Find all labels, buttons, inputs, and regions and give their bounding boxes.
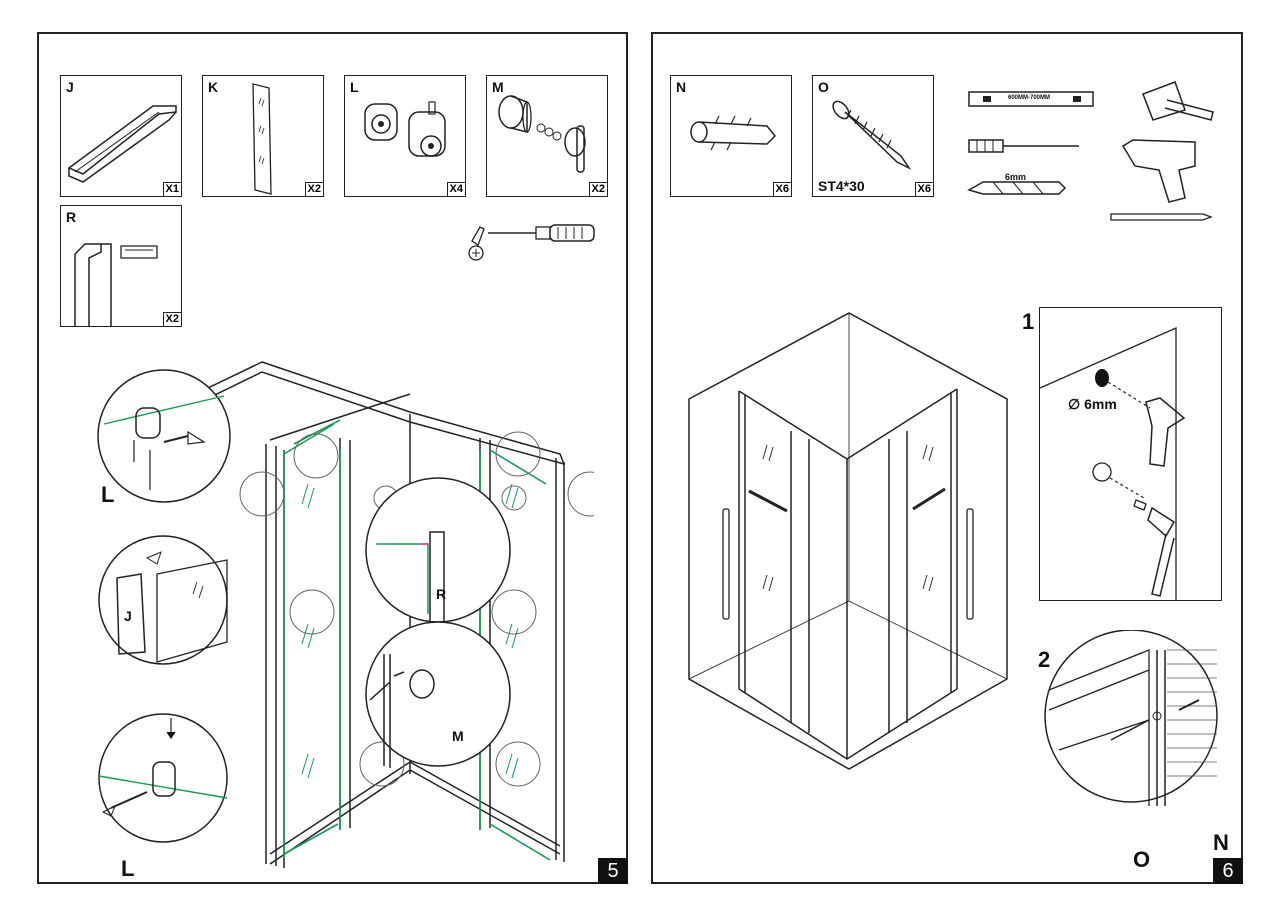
quantity-badge: X1 xyxy=(162,182,182,197)
screw-icon xyxy=(832,100,912,170)
drill-wall-diagram xyxy=(1040,327,1186,600)
page-6: N X6 O ST4*30 X6 600MM-700MM 6mm xyxy=(651,32,1243,884)
quantity-badge: X6 xyxy=(914,182,934,197)
screw-size-label: ST4*30 xyxy=(818,178,865,194)
roller-bracket-icon xyxy=(364,101,446,157)
callout-label: N xyxy=(1213,830,1229,855)
enclosure-assembly-diagram xyxy=(107,361,594,868)
detail-circle-middle xyxy=(98,535,228,665)
callout-label: O xyxy=(1133,847,1151,872)
detail-circle-top xyxy=(97,369,231,503)
shower-enclosure-diagram xyxy=(688,312,1008,770)
wall-fixing-detail xyxy=(1044,630,1218,806)
glass-panel-icon xyxy=(252,83,272,195)
detail-circle-bottom xyxy=(98,713,228,843)
page-5: J X1 K X2 L X4 M xyxy=(37,32,628,884)
part-l-box: L X4 xyxy=(344,75,466,197)
part-label: R xyxy=(66,209,77,225)
part-label: N xyxy=(676,79,687,95)
page-number: 6 xyxy=(1213,858,1243,884)
tools-group xyxy=(967,81,1214,221)
part-n-box: N X6 xyxy=(670,75,792,197)
step-1-box: ∅ 6mm xyxy=(1039,307,1222,601)
rail-profile-icon xyxy=(67,105,177,183)
step-1-number: 1 xyxy=(1022,309,1035,334)
part-m-box: M X2 xyxy=(486,75,608,197)
part-o-box: O ST4*30 X6 xyxy=(812,75,934,197)
part-label: L xyxy=(350,79,359,95)
wall-plug-icon xyxy=(690,115,777,151)
step-2-number: 2 xyxy=(1038,647,1051,672)
callout-label: L xyxy=(121,856,135,881)
part-label: J xyxy=(66,79,74,95)
part-k-box: K X2 xyxy=(202,75,324,197)
handle-knob-icon xyxy=(498,95,586,173)
part-j-box: J X1 xyxy=(60,75,182,197)
part-label: O xyxy=(818,79,829,95)
screwdriver-icon xyxy=(468,224,595,261)
hole-size-label: ∅ 6mm xyxy=(1068,396,1117,412)
part-r-box: R X2 xyxy=(60,205,182,327)
quantity-badge: X2 xyxy=(162,312,182,327)
callout-label: L xyxy=(101,482,115,507)
quantity-badge: X2 xyxy=(588,182,608,197)
side-profile-icon xyxy=(74,243,158,326)
callout-label: J xyxy=(124,608,132,624)
part-label: K xyxy=(208,79,219,95)
level-label: 600MM-700MM xyxy=(1008,95,1051,101)
part-label: M xyxy=(492,79,504,95)
callout-label: R xyxy=(436,586,447,602)
quantity-badge: X4 xyxy=(446,182,466,197)
quantity-badge: X2 xyxy=(304,182,324,197)
drill-bit-label: 6mm xyxy=(1005,172,1027,182)
quantity-badge: X6 xyxy=(772,182,792,197)
page-number: 5 xyxy=(598,858,628,884)
callout-label: M xyxy=(452,728,464,744)
